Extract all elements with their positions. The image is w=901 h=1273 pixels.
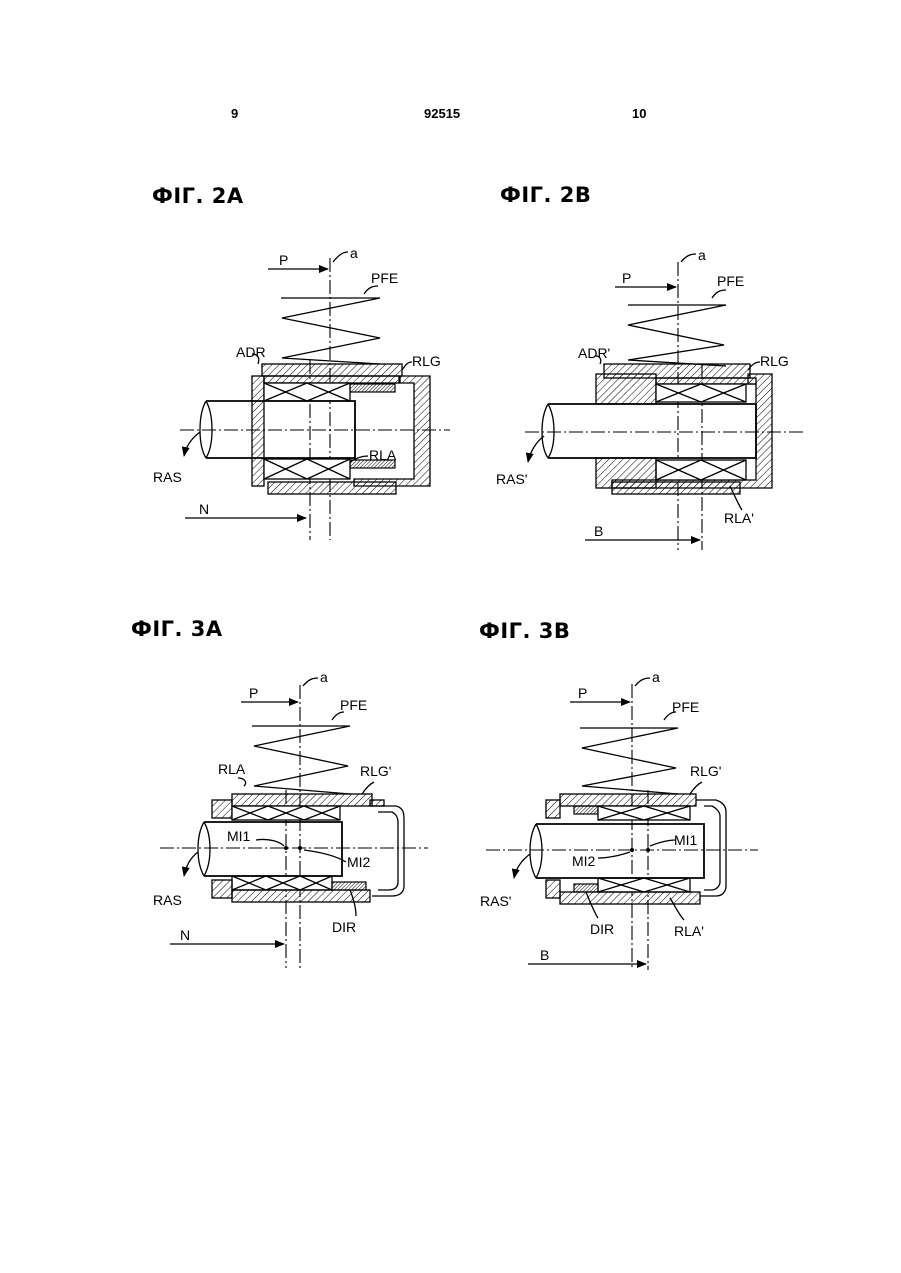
- fig2a-label-offset: N: [199, 501, 209, 517]
- fig2a-label-bearing: RLA: [369, 447, 397, 463]
- fig3a-label-mid2: MI2: [347, 854, 371, 870]
- fig2b-label-shaft: RAS': [496, 471, 527, 487]
- figure-3a-drawing: P a PFE RLA RLG' MI1 MI2 RAS DIR N: [153, 669, 428, 968]
- fig3b-label-offset: B: [540, 947, 549, 963]
- fig3a-label-mid1: MI1: [227, 828, 251, 844]
- fig3a-label-p: P: [249, 685, 258, 701]
- fig3b-label-shaft: RAS': [480, 893, 511, 909]
- fig3b-label-axis: a: [652, 669, 660, 685]
- fig3a-label-axis: a: [320, 669, 328, 685]
- fig2b-label-axis: a: [698, 247, 706, 263]
- fig3a-label-offset: N: [180, 927, 190, 943]
- fig3a-label-bearing: RLA: [218, 761, 246, 777]
- fig3a-label-shaft: RAS: [153, 892, 182, 908]
- fig2a-label-shaft: RAS: [153, 469, 182, 485]
- fig3b-label-mid1: MI1: [674, 832, 698, 848]
- fig2b-label-p: P: [622, 270, 631, 286]
- fig3b-label-bearing: RLA': [674, 923, 704, 939]
- fig3b-label-housing: RLG': [690, 763, 721, 779]
- fig2b-label-ring: ADR': [578, 345, 610, 361]
- fig3b-label-mid2: MI2: [572, 853, 596, 869]
- figure-2a-drawing: P a PFE ADR RLG RLA RAS N: [153, 245, 450, 540]
- fig3b-label-spring: PFE: [672, 699, 699, 715]
- fig2a-label-housing: RLG: [412, 353, 441, 369]
- fig2b-label-spring: PFE: [717, 273, 744, 289]
- fig2a-label-spring: PFE: [371, 270, 398, 286]
- fig3a-label-spring: PFE: [340, 697, 367, 713]
- fig3b-label-p: P: [578, 685, 587, 701]
- fig2b-label-offset: B: [594, 523, 603, 539]
- fig3a-label-housing: RLG': [360, 763, 391, 779]
- fig2b-label-housing: RLG: [760, 353, 789, 369]
- fig2b-label-bearing: RLA': [724, 510, 754, 526]
- fig3a-label-seal: DIR: [332, 919, 356, 935]
- fig3b-label-seal: DIR: [590, 921, 614, 937]
- fig2a-label-ring: ADR: [236, 344, 266, 360]
- figure-2b-drawing: P a PFE ADR' RLG RLA' RAS' B: [496, 247, 805, 550]
- figure-3b-drawing: P a PFE RLG' MI1 MI2 RAS' DIR RLA' B: [480, 669, 758, 970]
- fig2a-label-axis: a: [350, 245, 358, 261]
- fig2a-label-p: P: [279, 252, 288, 268]
